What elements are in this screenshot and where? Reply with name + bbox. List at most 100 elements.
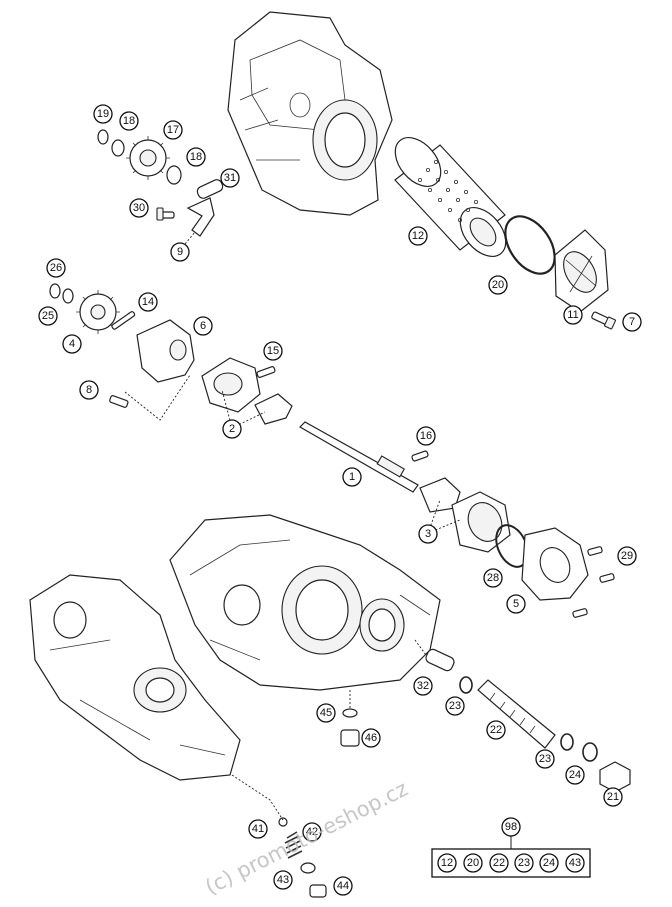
- svg-text:25: 25: [42, 310, 54, 322]
- svg-text:5: 5: [513, 598, 519, 610]
- callout-4: 4: [62, 334, 82, 354]
- crankcase-left: [29, 574, 241, 781]
- callout-29: 29: [617, 546, 637, 566]
- svg-text:32: 32: [417, 680, 429, 692]
- callout-22: 22: [486, 720, 506, 740]
- gear-upper: [126, 136, 170, 180]
- svg-text:11: 11: [567, 309, 578, 321]
- screw: [599, 573, 615, 583]
- callout-19: 19: [93, 104, 113, 124]
- callout-9: 9: [170, 242, 190, 262]
- o-ring: [459, 676, 473, 694]
- callout-26: 26: [46, 258, 66, 278]
- svg-text:22: 22: [490, 724, 502, 736]
- ball: [278, 817, 288, 827]
- svg-text:1: 1: [349, 471, 355, 483]
- callout-23a: 23: [445, 696, 465, 716]
- svg-text:14: 14: [142, 296, 154, 308]
- screw: [587, 546, 603, 556]
- svg-text:26: 26: [50, 262, 62, 274]
- washer: [97, 129, 109, 145]
- callout-28: 28: [483, 568, 503, 588]
- callout-23b: 23: [535, 749, 555, 769]
- svg-text:43: 43: [569, 857, 581, 869]
- kit-item: 20: [463, 853, 483, 873]
- svg-text:23: 23: [539, 753, 551, 765]
- svg-text:43: 43: [277, 874, 289, 886]
- callout-15: 15: [263, 341, 283, 361]
- svg-text:42: 42: [306, 826, 318, 838]
- callout-98: 98: [501, 817, 521, 837]
- pump-rotor-inner: [254, 393, 293, 425]
- washer: [111, 139, 125, 157]
- kit-item: 23: [514, 853, 534, 873]
- svg-text:15: 15: [267, 345, 279, 357]
- svg-text:41: 41: [252, 823, 264, 835]
- plug: [309, 884, 327, 898]
- pin: [256, 366, 276, 378]
- plug: [599, 761, 631, 793]
- svg-text:3: 3: [425, 528, 431, 540]
- sleeve: [196, 179, 224, 199]
- svg-text:22: 22: [493, 857, 505, 869]
- callout-18a: 18: [119, 111, 139, 131]
- callout-3: 3: [418, 524, 438, 544]
- washer: [62, 288, 74, 304]
- svg-text:19: 19: [97, 108, 109, 120]
- callout-44: 44: [333, 876, 353, 896]
- svg-text:7: 7: [629, 316, 635, 328]
- svg-text:8: 8: [86, 384, 92, 396]
- svg-text:29: 29: [621, 550, 633, 562]
- callout-20: 20: [488, 275, 508, 295]
- svg-text:18: 18: [190, 151, 202, 163]
- screw: [591, 311, 616, 330]
- callout-31: 31: [220, 168, 240, 188]
- callout-43: 43: [273, 870, 293, 890]
- svg-text:20: 20: [467, 857, 479, 869]
- svg-text:46: 46: [365, 732, 377, 744]
- bracket: [186, 197, 215, 237]
- callout-17: 17: [163, 120, 183, 140]
- callout-24: 24: [565, 765, 585, 785]
- plug: [340, 729, 360, 747]
- callout-45: 45: [316, 703, 336, 723]
- callout-11: 11: [563, 305, 583, 325]
- svg-text:44: 44: [337, 880, 349, 892]
- o-ring: [560, 733, 574, 751]
- oil-sieve: [477, 679, 556, 749]
- oil-filter: [394, 137, 507, 257]
- bolt: [109, 395, 129, 408]
- svg-text:6: 6: [200, 320, 206, 332]
- callout-8: 8: [79, 380, 99, 400]
- callout-6: 6: [193, 316, 213, 336]
- bolt: [156, 207, 175, 221]
- kit-box: [431, 836, 591, 878]
- spring: [284, 831, 303, 859]
- svg-text:23: 23: [449, 700, 461, 712]
- callout-42: 42: [302, 822, 322, 842]
- svg-text:16: 16: [420, 430, 432, 442]
- sleeve: [425, 648, 455, 672]
- svg-text:28: 28: [487, 572, 499, 584]
- callout-5: 5: [506, 594, 526, 614]
- callout-16: 16: [416, 426, 436, 446]
- callout-41: 41: [248, 819, 268, 839]
- callout-46: 46: [361, 728, 381, 748]
- svg-text:24: 24: [569, 769, 581, 781]
- washer: [300, 862, 316, 874]
- kit-item: 12: [437, 853, 457, 873]
- kit-item: 22: [489, 853, 509, 873]
- svg-text:2: 2: [229, 423, 235, 435]
- callout-25: 25: [38, 306, 58, 326]
- o-ring: [504, 215, 556, 275]
- callout-30: 30: [129, 198, 149, 218]
- svg-text:21: 21: [607, 791, 619, 803]
- washer: [342, 708, 358, 718]
- svg-text:9: 9: [177, 246, 183, 258]
- callout-18b: 18: [186, 147, 206, 167]
- filter-cover: [554, 229, 609, 313]
- callout-7: 7: [622, 312, 642, 332]
- pin: [111, 311, 136, 330]
- svg-text:17: 17: [167, 124, 179, 136]
- kit-item: 24: [539, 853, 559, 873]
